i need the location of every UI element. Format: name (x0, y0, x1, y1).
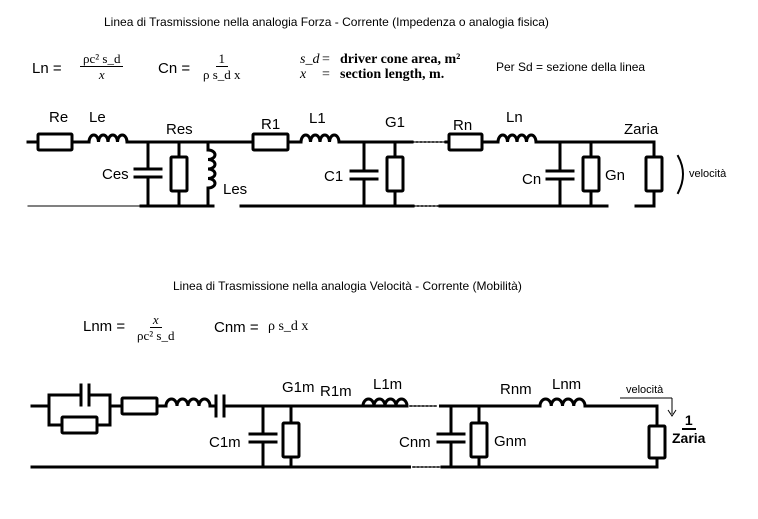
label-velocita-top: velocità (689, 168, 727, 180)
c1-capacitor (349, 140, 379, 208)
label-g1: G1 (385, 114, 406, 131)
label-gn: Gn (605, 167, 626, 184)
label-lnm: Lnm (552, 376, 582, 393)
res-resistor (169, 155, 189, 193)
label-ln: Ln (506, 109, 523, 126)
cn-denominator: ρ s_d x (203, 67, 241, 82)
x-definition: section length, m. (340, 67, 445, 82)
gn-resistor (581, 155, 601, 193)
g1m-resistor (281, 421, 301, 459)
ln-denominator: x (98, 67, 105, 82)
x-symbol: x (300, 67, 307, 82)
label-le: Le (89, 109, 106, 126)
re-resistor (36, 132, 74, 152)
label-re: Re (49, 109, 69, 126)
zaria-inverse-fraction: 1 Zaria (672, 413, 705, 445)
cn-fraction: 1 ρ s_d x (203, 52, 241, 81)
cn-label: Cn = (158, 60, 191, 77)
ln-inductor (496, 133, 538, 144)
c1m-capacitor (248, 404, 278, 469)
lnm-inductor (538, 397, 587, 408)
label-rnm: Rnm (500, 381, 532, 398)
zaria-inverse-den: Zaria (672, 430, 706, 446)
rn-resistor (447, 132, 484, 152)
label-cnm: Cnm (399, 434, 431, 451)
series-capacitor (79, 383, 91, 407)
label-velocita-bottom: velocità (626, 384, 664, 396)
velocity-bracket (676, 154, 684, 195)
les-inductor (206, 140, 217, 208)
cnm-label: Cnm = (214, 319, 259, 336)
sd-equals: = (322, 52, 330, 67)
label-r1m: R1m (320, 383, 352, 400)
l1m-inductor (361, 397, 409, 408)
x-equals: = (322, 67, 330, 82)
r1-resistor (251, 132, 290, 152)
cnm-capacitor (436, 404, 466, 469)
bottom-circuit (30, 383, 667, 469)
g1-resistor (385, 155, 405, 193)
ln-numerator: ρc² s_d (80, 52, 124, 67)
l1-inductor (299, 133, 341, 144)
label-l1m: L1m (373, 376, 403, 393)
gnm-resistor (469, 421, 489, 459)
zaria-m-resistor (647, 424, 667, 460)
cn-numerator: 1 (215, 52, 229, 67)
series-resistor (120, 396, 159, 416)
label-c1m: C1m (209, 434, 241, 451)
cnm-expression: ρ s_d x (268, 319, 309, 334)
label-g1m: G1m (282, 379, 315, 396)
ln-label: Ln = (32, 60, 62, 77)
title-bottom: Linea di Trasmissione nella analogia Vel… (173, 279, 522, 293)
label-ces: Ces (102, 166, 129, 183)
ces-capacitor (133, 140, 163, 208)
lnm-label: Lnm = (83, 318, 126, 335)
label-r1: R1 (261, 116, 281, 133)
sd-note: Per Sd = sezione della linea (496, 60, 646, 74)
zaria-resistor (644, 155, 664, 193)
label-gnm: Gnm (494, 433, 527, 450)
label-zaria: Zaria (624, 121, 659, 138)
top-circuit (26, 132, 684, 208)
velocity-arrow (620, 397, 677, 417)
label-rn: Rn (453, 117, 473, 134)
label-les: Les (223, 181, 248, 198)
title-top: Linea di Trasmissione nella analogia For… (104, 15, 549, 29)
zaria-inverse-num: 1 (681, 413, 696, 430)
le-inductor (87, 133, 129, 144)
label-c1: C1 (324, 168, 344, 185)
label-l1: L1 (309, 110, 326, 127)
label-cn: Cn (522, 171, 542, 188)
parallel-resistor (60, 415, 99, 435)
series-capacitor-2 (214, 394, 226, 418)
lnm-fraction: x ρc² s_d (137, 313, 174, 342)
sd-symbol: s_d (300, 52, 320, 67)
sd-definition: driver cone area, m² (340, 52, 461, 67)
series-inductor (164, 397, 212, 408)
ln-fraction: ρc² s_d x (80, 52, 124, 82)
lnm-numerator: x (149, 313, 162, 328)
label-res: Res (166, 121, 193, 138)
lnm-denominator: ρc² s_d (137, 328, 175, 343)
cn-capacitor (545, 140, 575, 208)
